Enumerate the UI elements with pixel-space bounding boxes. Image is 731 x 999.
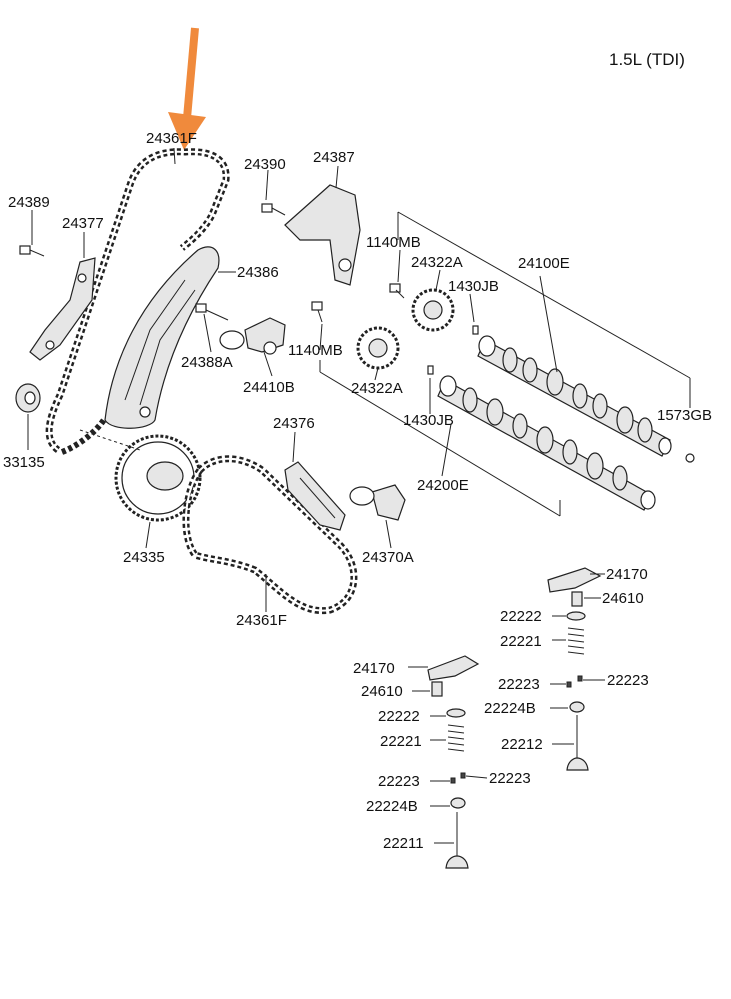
label-24361F-upper: 24361F — [146, 130, 197, 147]
label-24387: 24387 — [313, 149, 355, 166]
tensioner-24410B — [195, 303, 286, 355]
label-24200E: 24200E — [417, 477, 469, 494]
label-24370A: 24370A — [362, 549, 414, 566]
bolt-24389 — [19, 245, 45, 257]
label-24170-right: 24170 — [606, 566, 648, 583]
chain-guide-24376 — [284, 461, 346, 531]
label-24386: 24386 — [237, 264, 279, 281]
valve-train-left — [427, 655, 480, 869]
label-22211: 22211 — [383, 835, 424, 852]
cam-sprockets-24322A — [356, 288, 455, 370]
label-24610-right: 24610 — [602, 590, 644, 607]
label-24377: 24377 — [62, 215, 104, 232]
label-24389: 24389 — [8, 194, 50, 211]
label-22221-right: 22221 — [500, 633, 542, 650]
label-24610-left: 24610 — [361, 683, 403, 700]
label-24361F-lower: 24361F — [236, 612, 287, 629]
label-24100E: 24100E — [518, 255, 570, 272]
bolts-1140MB — [311, 283, 405, 323]
label-1430JB-upper: 1430JB — [448, 278, 499, 295]
label-24170-left: 24170 — [353, 660, 395, 677]
label-24376: 24376 — [273, 415, 315, 432]
camshaft-callout-lines — [319, 211, 691, 517]
label-24322A-lower: 24322A — [351, 380, 403, 397]
valve-train-right — [547, 567, 602, 771]
camshaft-24100E — [477, 335, 695, 463]
label-1140MB-lower: 1140MB — [288, 342, 343, 359]
label-22223-left-b: 22223 — [489, 770, 531, 787]
bolt-24390 — [261, 203, 286, 216]
camshaft-24200E — [437, 375, 656, 511]
chain-guide-rail — [104, 246, 220, 429]
keys-1430JB — [427, 325, 479, 375]
label-22223-left-a: 22223 — [378, 773, 420, 790]
indicator-arrow — [168, 27, 206, 150]
label-24410B: 24410B — [243, 379, 295, 396]
label-22212: 22212 — [501, 736, 543, 753]
label-22222-right: 22222 — [500, 608, 542, 625]
label-1573GB: 1573GB — [657, 407, 713, 424]
lower-timing-chain — [182, 455, 358, 615]
label-22224B-right: 22224B — [484, 700, 536, 717]
label-22222-left: 22222 — [378, 708, 420, 725]
label-1430JB-lower: 1430JB — [403, 412, 454, 429]
label-33135: 33135 — [3, 454, 45, 471]
leader-lines — [27, 147, 605, 844]
label-22224B-left: 22224B — [366, 798, 418, 815]
label-22223-right-b: 22223 — [607, 672, 649, 689]
crank-sprocket-24335 — [79, 429, 202, 522]
diagram-title: 1.5L (TDI) — [609, 50, 685, 69]
label-24335: 24335 — [123, 549, 165, 566]
label-24322A-upper: 24322A — [411, 254, 463, 271]
washer-33135 — [15, 383, 41, 413]
chain-guide-24377 — [29, 257, 96, 361]
tensioner-24370A — [349, 484, 406, 521]
label-1140MB-upper: 1140MB — [366, 234, 421, 251]
label-24390: 24390 — [244, 156, 286, 173]
label-22223-right-a: 22223 — [498, 676, 540, 693]
label-24388A: 24388A — [181, 354, 233, 371]
bracket-24387 — [284, 184, 361, 286]
label-22221-left: 22221 — [380, 733, 422, 750]
upper-timing-chain — [45, 148, 230, 455]
